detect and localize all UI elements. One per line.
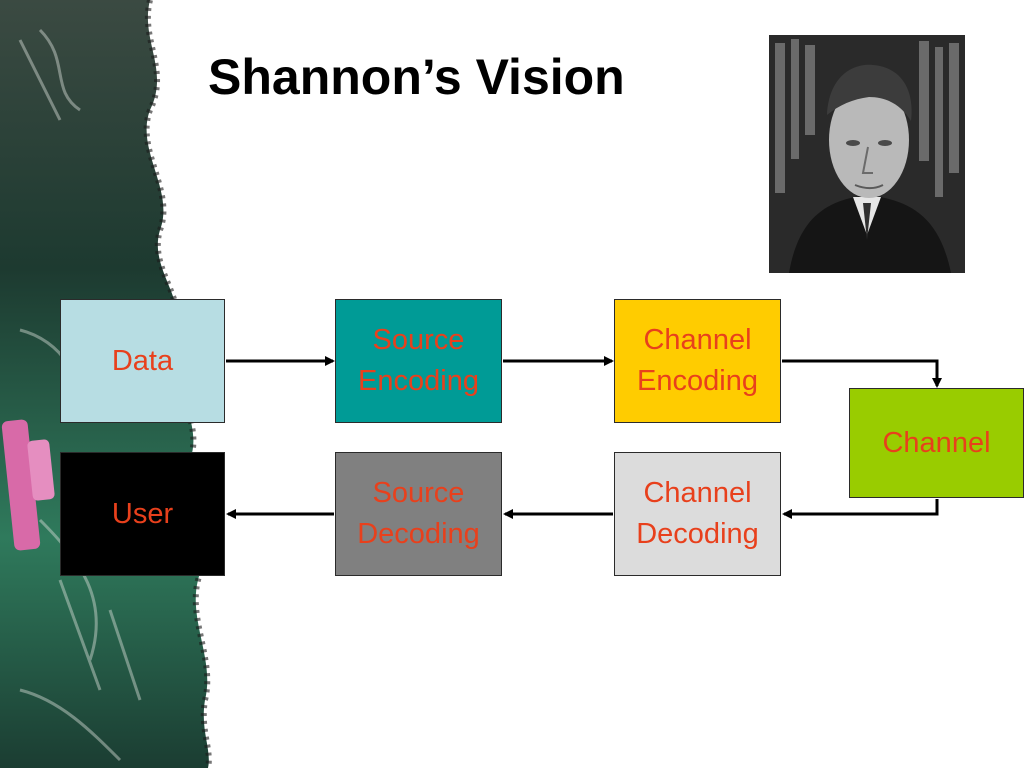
node-channel-decoding: Channel Decoding	[614, 452, 781, 576]
slide-title: Shannon’s Vision	[208, 49, 625, 105]
node-channel-decoding-label-1: Channel	[643, 477, 752, 510]
node-user: User	[60, 452, 225, 576]
node-channel-encoding: Channel Encoding	[614, 299, 781, 423]
node-channel-encoding-label-1: Channel	[643, 324, 752, 357]
edge-channel-to-channel-decoding	[782, 499, 939, 519]
node-user-label: User	[111, 497, 174, 530]
node-source-encoding-label-1: Source	[372, 324, 465, 357]
node-data-label: Data	[111, 344, 174, 377]
node-channel-decoding-label-2: Decoding	[636, 518, 759, 550]
node-source-decoding-label-2: Decoding	[357, 518, 480, 550]
edge-channel-encoding-to-channel	[782, 359, 942, 388]
node-channel-encoding-label-2: Encoding	[637, 365, 758, 397]
node-source-encoding: Source Encoding	[335, 299, 502, 423]
node-data: Data	[60, 299, 225, 423]
portrait-photo	[769, 35, 965, 273]
node-channel: Channel	[849, 388, 1024, 498]
chalk-stick-icon	[1, 419, 55, 551]
node-source-decoding-label-1: Source	[372, 477, 465, 510]
node-channel-label: Channel	[882, 426, 991, 459]
node-source-encoding-label-2: Encoding	[358, 365, 479, 397]
node-source-decoding: Source Decoding	[335, 452, 502, 576]
